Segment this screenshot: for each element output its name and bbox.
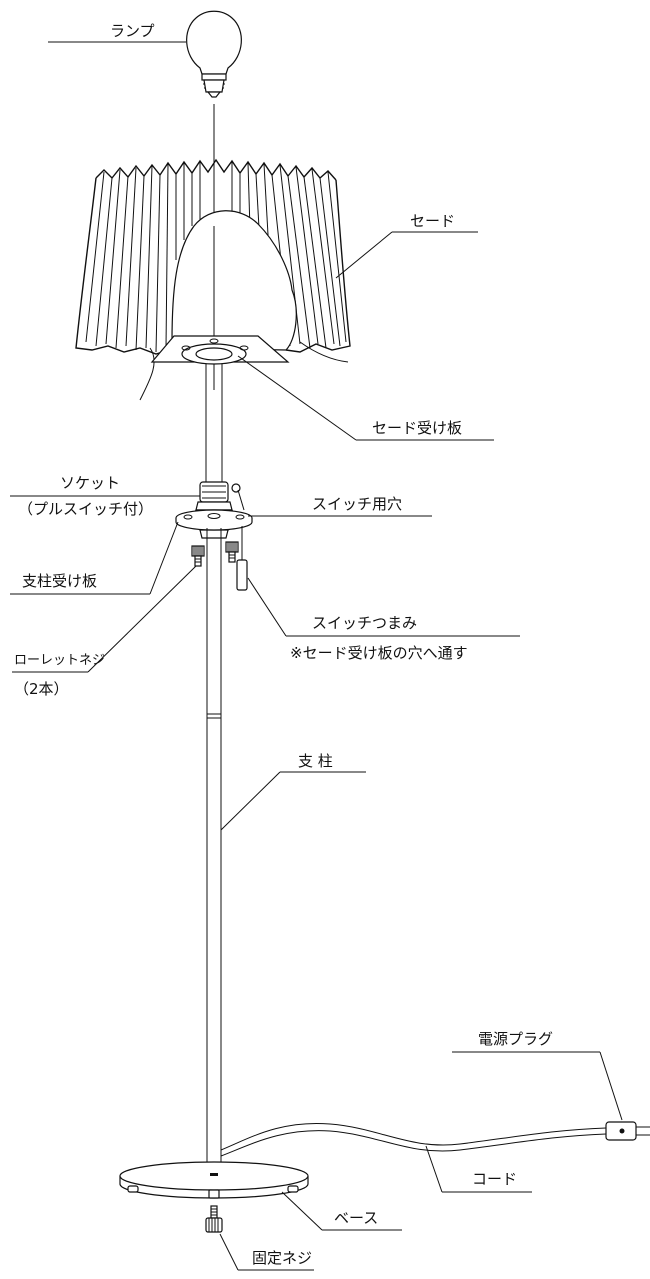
label-socket-note: （プルスイッチ付）	[18, 500, 153, 518]
fixing-screw	[205, 1205, 223, 1233]
base-leader: ベース	[281, 1191, 402, 1231]
lamp-leader: ランプ	[48, 22, 186, 43]
pole-leader: 支 柱	[220, 752, 366, 831]
shade-plate	[150, 335, 290, 365]
socket-leader: ソケット （プルスイッチ付）	[10, 474, 200, 518]
label-pole-plate: 支柱受け板	[22, 572, 97, 590]
label-knurled-screw: ローレットネジ	[14, 653, 105, 668]
fixing-screw-leader: 固定ネジ	[219, 1233, 314, 1271]
label-base: ベース	[334, 1209, 378, 1227]
switch-hole-leader: スイッチ用穴	[248, 495, 432, 517]
knurled-screw-left	[191, 545, 205, 567]
label-knurled-screw-count: （2本）	[14, 680, 69, 698]
label-switch-knob-note: ※セード受け板の穴へ通す	[290, 644, 468, 662]
pole-plate-leader: 支柱受け板	[10, 521, 179, 595]
label-plug: 電源プラグ	[478, 1030, 553, 1048]
pole-plate	[175, 509, 253, 531]
cord-leader: コード	[425, 1145, 532, 1193]
label-switch-knob: スイッチつまみ	[312, 614, 417, 632]
shade	[75, 158, 351, 401]
knurled-screw-leader: ローレットネジ （2本）	[12, 565, 197, 698]
shade-plate-leader: セード受け板	[237, 355, 494, 441]
pole-upper	[205, 364, 223, 482]
label-fixing-screw: 固定ネジ	[252, 1249, 312, 1267]
switch-knob-leader: スイッチつまみ ※セード受け板の穴へ通す	[247, 577, 520, 662]
label-socket: ソケット	[60, 474, 120, 492]
switch-knob	[236, 526, 248, 591]
base	[119, 1161, 309, 1199]
label-cord: コード	[472, 1170, 517, 1188]
power-plug	[605, 1121, 650, 1141]
shade-leader: セード	[335, 212, 478, 279]
knurled-screw-right	[225, 541, 239, 563]
label-shade-plate: セード受け板	[372, 419, 462, 437]
cord	[220, 1122, 607, 1157]
label-pole: 支 柱	[298, 752, 333, 770]
label-switch-hole: スイッチ用穴	[312, 495, 402, 513]
label-shade: セード	[410, 212, 455, 230]
pole	[206, 528, 222, 1171]
label-lamp: ランプ	[110, 22, 155, 40]
plug-leader: 電源プラグ	[452, 1030, 623, 1121]
